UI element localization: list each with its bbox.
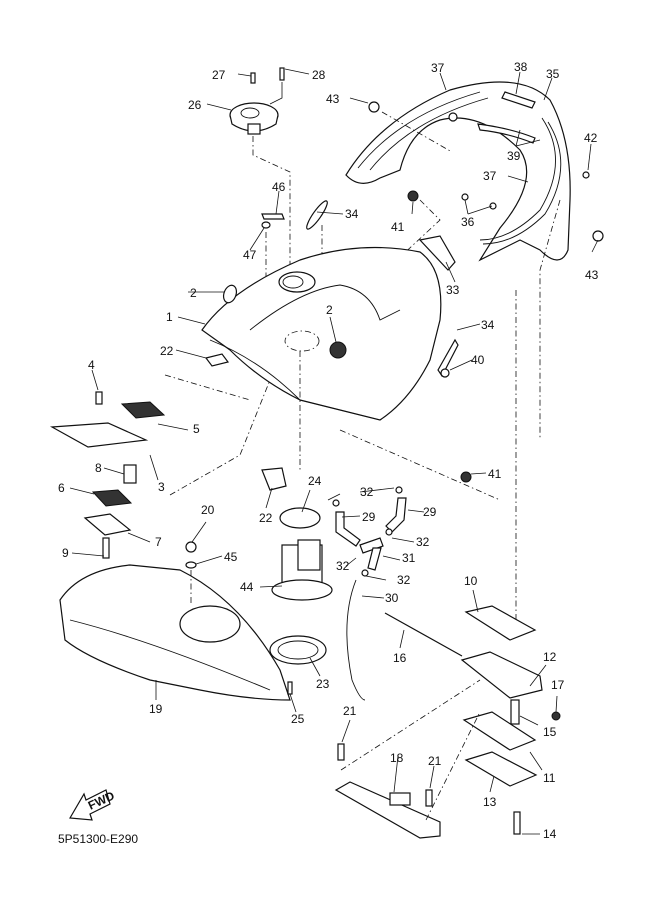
callout-39: 39 <box>507 149 521 163</box>
callout-8: 8 <box>95 461 102 475</box>
bottom-bracket <box>334 743 441 839</box>
callout-45: 45 <box>224 550 238 564</box>
callout-37-mid: 37 <box>483 169 497 183</box>
callout-12: 12 <box>543 650 557 664</box>
callout-13: 13 <box>483 795 497 809</box>
callout-7: 7 <box>155 535 162 549</box>
rear-mount <box>384 605 561 835</box>
callout-27: 27 <box>212 68 226 82</box>
forward-arrow-icon: FWD <box>69 788 117 821</box>
callout-41-right: 41 <box>488 467 502 481</box>
callout-37-top: 37 <box>431 61 445 75</box>
callout-42: 42 <box>584 131 598 145</box>
callout-21-right: 21 <box>428 754 442 768</box>
callout-25: 25 <box>291 712 305 726</box>
callout-17: 17 <box>551 678 565 692</box>
callout-32-c: 32 <box>336 559 350 573</box>
callout-15: 15 <box>543 725 557 739</box>
callout-30: 30 <box>385 591 399 605</box>
lower-cover <box>59 541 291 701</box>
callout-9: 9 <box>62 546 69 560</box>
rear-cover <box>345 81 604 262</box>
callout-14: 14 <box>543 827 557 841</box>
callout-16: 16 <box>393 651 407 665</box>
callout-22-mid: 22 <box>259 511 273 525</box>
callout-19: 19 <box>149 702 163 716</box>
callout-36: 36 <box>461 215 475 229</box>
callout-28: 28 <box>312 68 326 82</box>
callout-6: 6 <box>58 481 65 495</box>
callout-10: 10 <box>464 574 478 588</box>
callout-20: 20 <box>201 503 215 517</box>
callout-18: 18 <box>390 751 404 765</box>
callout-32-a: 32 <box>360 485 374 499</box>
callout-22-top: 22 <box>160 344 174 358</box>
callout-34-top: 34 <box>345 207 359 221</box>
callout-2-center: 2 <box>326 303 333 317</box>
callout-29-left: 29 <box>362 510 376 524</box>
callout-29-right: 29 <box>423 505 437 519</box>
callout-32-d: 32 <box>397 573 411 587</box>
callout-40: 40 <box>471 353 485 367</box>
front-bracket <box>49 391 166 559</box>
callout-43-right: 43 <box>585 268 599 282</box>
fwd-label: FWD <box>86 788 117 812</box>
callout-21-left: 21 <box>343 704 357 718</box>
callout-3: 3 <box>158 480 165 494</box>
callout-23: 23 <box>316 677 330 691</box>
callout-11: 11 <box>543 771 556 785</box>
tank-small-parts <box>261 200 456 271</box>
callout-35: 35 <box>546 67 560 81</box>
callout-26: 26 <box>188 98 202 112</box>
tank-side-parts <box>437 338 472 483</box>
callout-47: 47 <box>243 248 257 262</box>
drawing-code: 5P51300-E290 <box>58 832 138 846</box>
callout-41-top: 41 <box>391 220 405 234</box>
fuel-pump <box>261 467 333 695</box>
callout-4: 4 <box>88 358 95 372</box>
callout-1: 1 <box>166 310 173 324</box>
callout-5: 5 <box>193 422 200 436</box>
callout-2-left: 2 <box>190 286 197 300</box>
callout-38: 38 <box>514 60 528 74</box>
callout-labels: 27 28 26 43 37 38 35 39 42 37 36 43 46 3… <box>58 60 599 841</box>
callout-43-top: 43 <box>326 92 340 106</box>
callout-32-b: 32 <box>416 535 430 549</box>
callout-34-right: 34 <box>481 318 495 332</box>
callout-24: 24 <box>308 474 322 488</box>
callout-44: 44 <box>240 580 254 594</box>
fuel-cap-assembly <box>229 67 285 135</box>
callout-46: 46 <box>272 180 286 194</box>
fuel-tank <box>201 246 442 421</box>
callout-33: 33 <box>446 283 460 297</box>
fuel-hoses <box>332 486 407 701</box>
callout-31: 31 <box>402 551 416 565</box>
